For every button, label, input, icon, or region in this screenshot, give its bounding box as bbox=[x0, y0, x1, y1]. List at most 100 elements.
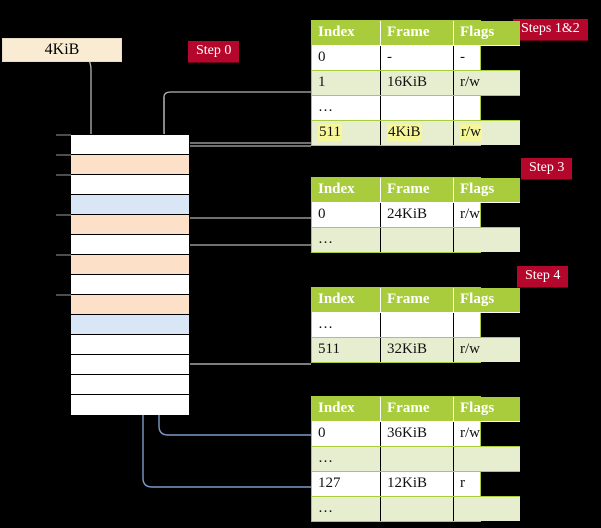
table-cell-index: 0 bbox=[312, 45, 381, 71]
memory-frame-row bbox=[71, 355, 189, 375]
badge-step4-label: Step 4 bbox=[525, 268, 561, 283]
column-header-flags: Flags bbox=[453, 178, 520, 203]
table-cell-index: 127 bbox=[312, 471, 381, 497]
table-row[interactable]: 511 4KiB r/w bbox=[312, 120, 520, 145]
table-cell-flags bbox=[453, 227, 520, 252]
column-header-flags: Flags bbox=[453, 21, 520, 46]
table-cell-flags: r/w bbox=[453, 337, 520, 362]
table-cell-flags bbox=[453, 312, 520, 338]
column-header-index: Index bbox=[312, 288, 381, 313]
column-header-flags: Flags bbox=[453, 397, 520, 422]
table-cell-flags: r bbox=[453, 471, 520, 497]
physical-memory-column bbox=[70, 134, 190, 415]
table-row[interactable]: … bbox=[312, 312, 520, 338]
table-row[interactable]: … bbox=[312, 95, 520, 121]
column-header-index: Index bbox=[312, 178, 381, 203]
column-header-frame: Frame bbox=[380, 288, 454, 313]
wire-step4-l2-into-memory bbox=[173, 296, 311, 365]
table-cell-frame: 36KiB bbox=[380, 421, 454, 447]
badge-step3-label: Step 3 bbox=[529, 160, 565, 175]
memory-tick bbox=[56, 174, 71, 176]
badge-step3: Step 3 bbox=[521, 158, 573, 179]
table-cell-flags bbox=[453, 446, 520, 472]
memory-frame-row bbox=[71, 215, 189, 235]
table-row[interactable]: … bbox=[312, 227, 520, 252]
table-cell-index: … bbox=[312, 227, 381, 252]
memory-frame-row bbox=[71, 135, 189, 155]
badge-steps-1-and-2: Steps 1&2 bbox=[513, 19, 588, 40]
table-cell-index: … bbox=[312, 446, 381, 472]
table-cell-frame: 12KiB bbox=[380, 471, 454, 497]
table-cell-index: 511 bbox=[312, 337, 381, 362]
table-cell-flags: r/w bbox=[453, 120, 520, 145]
memory-tick bbox=[56, 214, 71, 216]
table-cell-flags: r/w bbox=[453, 202, 520, 228]
table-cell-flags bbox=[453, 496, 520, 521]
table-cell-frame: 4KiB bbox=[380, 120, 454, 145]
table-cell-index: 0 bbox=[312, 202, 381, 228]
highlighted-value: 4KiB bbox=[387, 124, 422, 141]
table-row[interactable]: … bbox=[312, 446, 520, 472]
table-cell-index: … bbox=[312, 312, 381, 338]
memory-frame-row bbox=[71, 315, 189, 335]
memory-frame-row bbox=[71, 255, 189, 275]
column-header-flags: Flags bbox=[453, 288, 520, 313]
frame-size-label: 4KiB bbox=[44, 41, 80, 58]
memory-frame-row bbox=[71, 235, 189, 255]
table-row[interactable]: 0-- bbox=[312, 45, 520, 71]
table-cell-frame bbox=[380, 227, 454, 252]
column-header-index: Index bbox=[312, 21, 381, 46]
badge-step0-label: Step 0 bbox=[196, 43, 232, 58]
highlighted-value: 511 bbox=[318, 124, 342, 141]
table-cell-frame: 24KiB bbox=[380, 202, 454, 228]
memory-frame-row bbox=[71, 155, 189, 175]
wire-l3-row0-loop bbox=[175, 145, 311, 219]
badge-step4: Step 4 bbox=[517, 266, 569, 287]
memory-frame-row bbox=[71, 375, 189, 395]
memory-tick bbox=[56, 154, 71, 156]
column-header-index: Index bbox=[312, 397, 381, 422]
table-cell-frame: 16KiB bbox=[380, 70, 454, 96]
column-header-frame: Frame bbox=[380, 21, 454, 46]
table-cell-frame bbox=[380, 312, 454, 338]
table-cell-frame bbox=[380, 446, 454, 472]
table-cell-frame: - bbox=[380, 45, 454, 71]
badge-steps-1-and-2-label: Steps 1&2 bbox=[521, 21, 580, 36]
memory-frame-row bbox=[71, 295, 189, 315]
table-cell-index: … bbox=[312, 496, 381, 521]
table-cell-frame bbox=[380, 95, 454, 121]
memory-tick bbox=[56, 294, 71, 296]
memory-frame-row bbox=[71, 175, 189, 195]
table-row[interactable]: … bbox=[312, 496, 520, 521]
table-cell-index: 511 bbox=[312, 120, 381, 145]
memory-tick bbox=[56, 134, 71, 136]
table-cell-flags bbox=[453, 95, 520, 121]
column-header-frame: Frame bbox=[380, 397, 454, 422]
memory-frame-row bbox=[71, 395, 189, 415]
memory-tick bbox=[56, 254, 71, 256]
badge-step0: Step 0 bbox=[188, 41, 240, 62]
table-cell-frame bbox=[380, 496, 454, 521]
memory-frame-row bbox=[71, 195, 189, 215]
column-header-frame: Frame bbox=[380, 178, 454, 203]
table-cell-index: … bbox=[312, 95, 381, 121]
memory-frame-row bbox=[71, 335, 189, 355]
memory-frame-row bbox=[71, 275, 189, 295]
table-cell-frame: 32KiB bbox=[380, 337, 454, 362]
table-cell-flags: - bbox=[453, 45, 520, 71]
frame-size-box: 4KiB bbox=[2, 38, 122, 62]
table-cell-flags: r/w bbox=[453, 70, 520, 96]
